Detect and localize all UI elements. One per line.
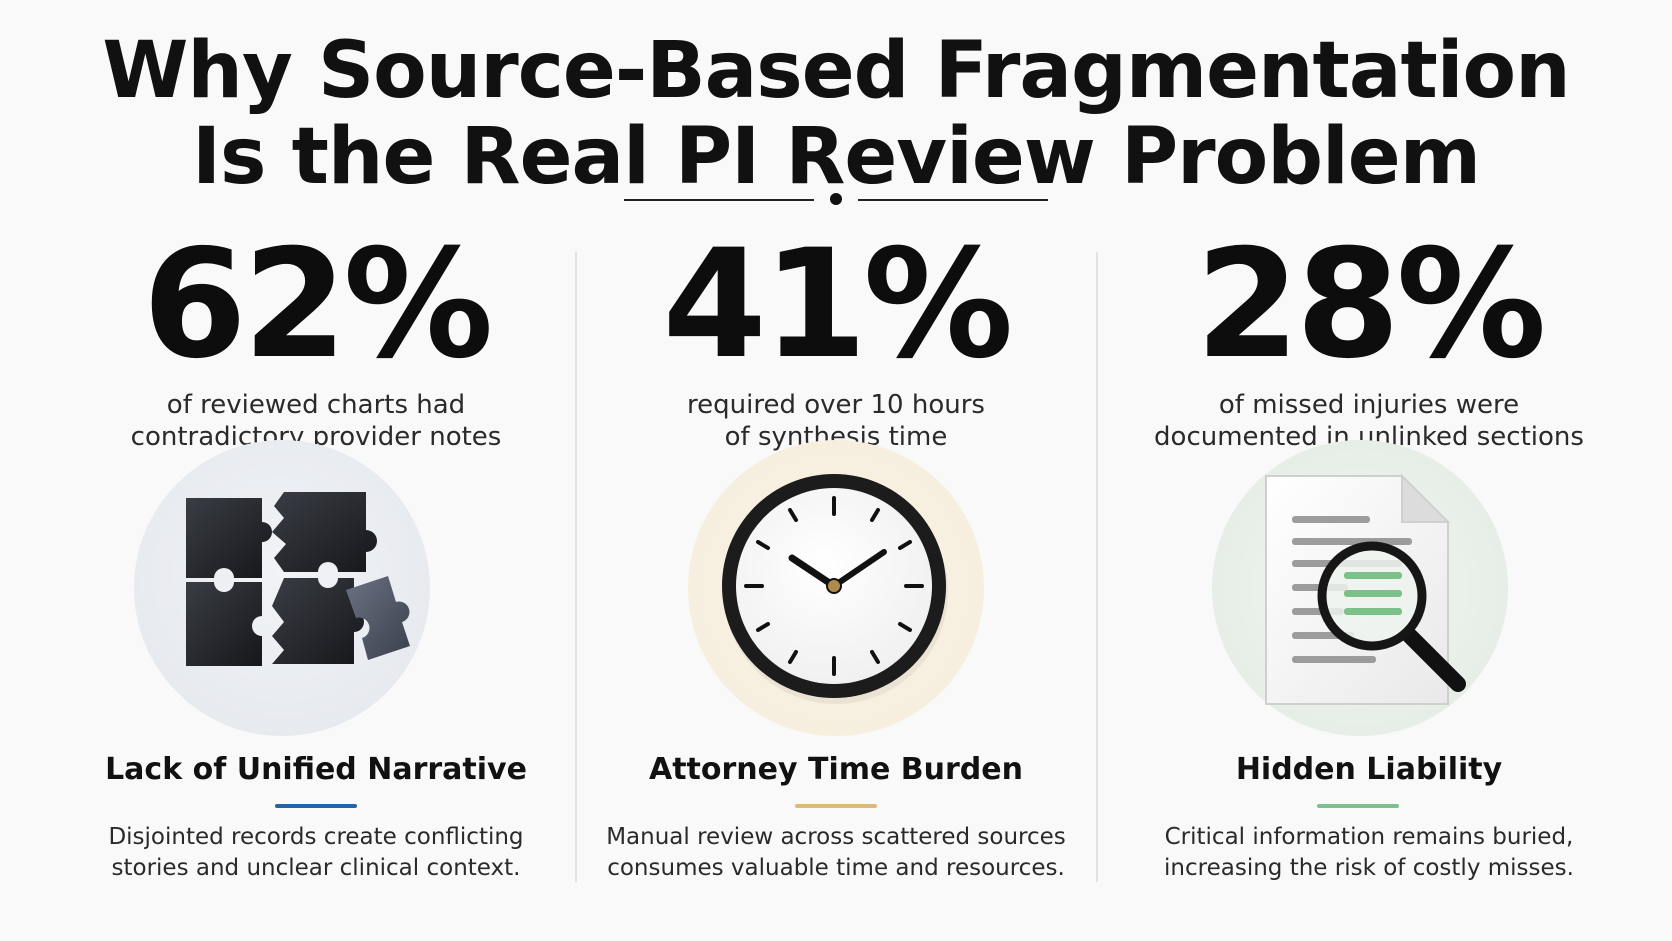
column-heading-3: Hidden Liability <box>1235 752 1503 787</box>
divider-line-left <box>624 199 814 201</box>
broken-puzzle-icon <box>134 440 430 736</box>
stat-value: 28% <box>1195 218 1546 392</box>
stat-value: 41% <box>662 218 1013 392</box>
title-line-2: Is the Real PI Review Problem <box>192 112 1481 202</box>
stat-column-1: 62% of reviewed charts had contradictory… <box>36 225 596 453</box>
title-divider <box>624 192 1048 206</box>
accent-bar-1 <box>275 804 357 808</box>
body-line-1: Disjointed records create conflicting <box>108 824 524 850</box>
column-body-2: Manual review across scattered sources c… <box>556 822 1116 884</box>
stat-value: 62% <box>142 218 493 392</box>
body-line-1: Critical information remains buried, <box>1164 824 1574 850</box>
page-title: Why Source-Based Fragmentation Is the Re… <box>0 28 1672 200</box>
column-separator-1 <box>575 252 577 882</box>
body-line-2: stories and unclear clinical context. <box>111 855 521 881</box>
clock-icon <box>688 440 984 736</box>
divider-dot <box>830 193 842 205</box>
body-line-2: increasing the risk of costly misses. <box>1164 855 1574 881</box>
stat-column-3: 28% of missed injuries were documented i… <box>1089 225 1649 453</box>
stat-description-line-1: required over 10 hours <box>687 390 985 420</box>
accent-bar-3 <box>1317 804 1399 808</box>
accent-bar-2 <box>795 804 877 808</box>
column-body-3: Critical information remains buried, inc… <box>1089 822 1649 884</box>
body-line-1: Manual review across scattered sources <box>606 824 1066 850</box>
stat-column-2: 41% required over 10 hours of synthesis … <box>556 225 1116 453</box>
stat-description: required over 10 hours of synthesis time <box>556 389 1116 453</box>
column-separator-2 <box>1096 252 1098 882</box>
column-body-1: Disjointed records create conflicting st… <box>36 822 596 884</box>
column-heading-2: Attorney Time Burden <box>648 752 1023 787</box>
column-heading-1: Lack of Unified Narrative <box>105 752 527 787</box>
stat-description-line-1: of reviewed charts had <box>166 390 466 420</box>
body-line-2: consumes valuable time and resources. <box>607 855 1065 881</box>
title-line-1: Why Source-Based Fragmentation <box>102 26 1570 116</box>
stat-description-line-1: of missed injuries were <box>1218 390 1520 420</box>
document-magnifier-icon <box>1212 440 1508 736</box>
divider-line-right <box>858 199 1048 201</box>
